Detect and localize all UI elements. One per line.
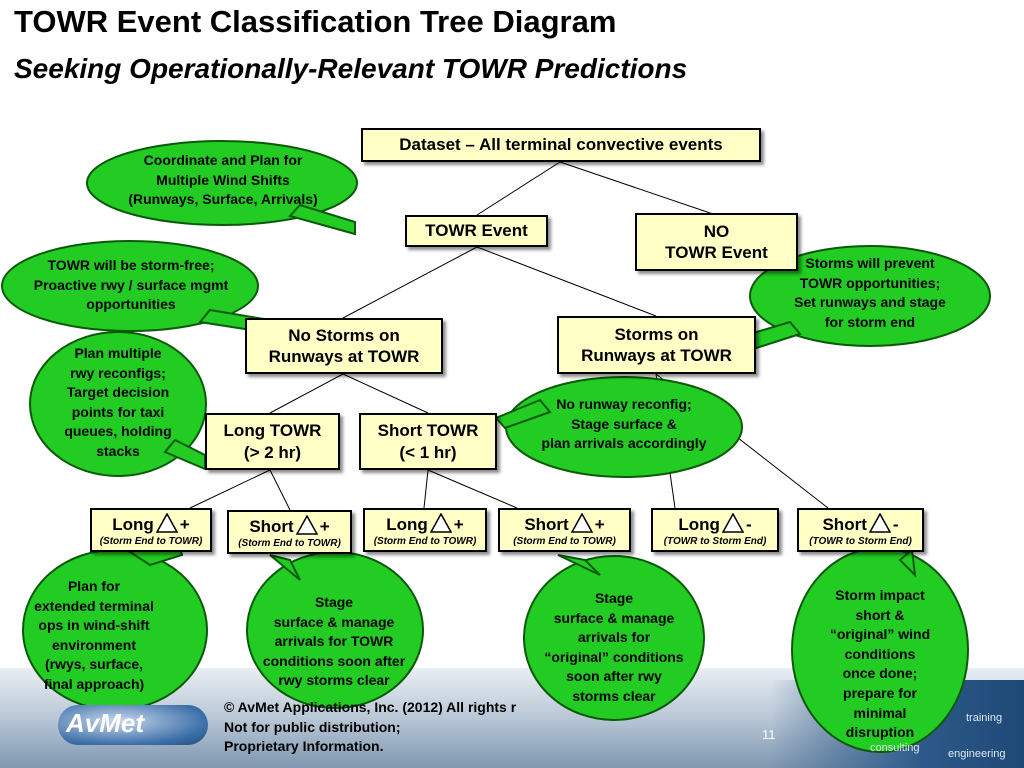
page-number: 11 — [762, 727, 776, 742]
towr-event-node: TOWR Event — [405, 215, 548, 247]
leaf-sign: - — [745, 515, 752, 534]
delta-icon — [721, 513, 744, 533]
no-storms-line2: Runways at TOWR — [268, 347, 420, 366]
leaf-label: Long — [112, 515, 154, 534]
brand-consulting: consulting — [870, 742, 920, 754]
delta-icon — [155, 513, 178, 533]
storms-line1: Storms on — [614, 324, 699, 344]
long-towr-line1: Long TOWR — [223, 421, 322, 441]
delta-icon — [295, 515, 318, 535]
page-title: TOWR Event Classification Tree Diagram — [14, 4, 617, 39]
delta-icon — [570, 513, 593, 533]
leaf-node-long-plus-2: Long + (Storm End to TOWR) — [363, 508, 487, 552]
leaf-note: (TOWR to Storm End) — [663, 536, 767, 547]
leaf-label: Long — [678, 515, 720, 534]
storm-free-text: TOWR will be storm-free;Proactive rwy / … — [33, 257, 229, 313]
brand-engineering: engineering — [948, 748, 1006, 760]
storms-node: Storms on Runways at TOWR — [557, 316, 756, 374]
long-towr-node: Long TOWR (> 2 hr) — [205, 413, 340, 470]
leaf-label: Short — [249, 517, 294, 536]
leaf-note: (TOWR to Storm End) — [809, 536, 912, 547]
bubble-no-reconfig — [494, 376, 743, 478]
leaf-sign: + — [594, 515, 605, 534]
leaf-label: Long — [386, 515, 428, 534]
leaf-note: (Storm End to TOWR) — [373, 536, 477, 547]
brand-training: training — [966, 712, 1003, 724]
leaf-node-short-plus-1: Short + (Storm End to TOWR) — [227, 510, 352, 554]
leaf-node-short-plus-2: Short + (Storm End to TOWR) — [498, 508, 631, 552]
bubble-stage-towr — [246, 551, 424, 709]
leaf-label: Short — [822, 515, 867, 534]
no-reconfig-text: No runway reconfig;Stage surface &plan a… — [541, 396, 707, 452]
copyright-notice: © AvMet Applications, Inc. (2012) All ri… — [224, 699, 517, 755]
bubble-plan-multiple — [29, 331, 207, 477]
avmet-logo — [58, 705, 208, 745]
long-towr-line2: (> 2 hr) — [243, 442, 302, 462]
bubble-wind-shifts — [86, 140, 358, 236]
leaf-sign: - — [892, 515, 899, 534]
delta-icon — [868, 513, 891, 533]
leaf-sign: + — [453, 515, 464, 534]
leaf-note: (Storm End to TOWR) — [238, 538, 341, 549]
no-towr-line2: TOWR Event — [665, 243, 768, 262]
no-towr-line1: NO — [703, 221, 730, 241]
storms-line2: Runways at TOWR — [581, 346, 732, 365]
leaf-node-long-plus-1: Long + (Storm End to TOWR) — [90, 508, 212, 552]
root-node-label: Dataset – All terminal convective events — [399, 135, 723, 155]
no-towr-event-node: NO TOWR Event — [635, 213, 798, 271]
delta-icon — [429, 513, 452, 533]
short-towr-line2: (< 1 hr) — [399, 442, 457, 462]
leaf-note: (Storm End to TOWR) — [513, 536, 616, 547]
avmet-logo-text: AvMet — [66, 708, 145, 738]
no-storms-node: No Storms on Runways at TOWR — [245, 318, 443, 374]
leaf-node-short-minus: Short - (TOWR to Storm End) — [797, 508, 924, 552]
leaf-label: Short — [524, 515, 569, 534]
leaf-sign: + — [319, 517, 330, 536]
leaf-node-long-minus: Long - (TOWR to Storm End) — [651, 508, 779, 552]
leaf-sign: + — [179, 515, 190, 534]
towr-event-label: TOWR Event — [425, 221, 528, 241]
leaf-note: (Storm End to TOWR) — [99, 536, 203, 547]
no-storms-line1: No Storms on — [288, 325, 400, 345]
page-subtitle: Seeking Operationally-Relevant TOWR Pred… — [14, 53, 688, 84]
bubble-stage-original — [523, 554, 705, 721]
bubble-prevent — [749, 245, 991, 352]
short-towr-node: Short TOWR (< 1 hr) — [359, 413, 497, 470]
root-node: Dataset – All terminal convective events — [361, 128, 761, 162]
short-towr-line1: Short TOWR — [377, 421, 479, 441]
